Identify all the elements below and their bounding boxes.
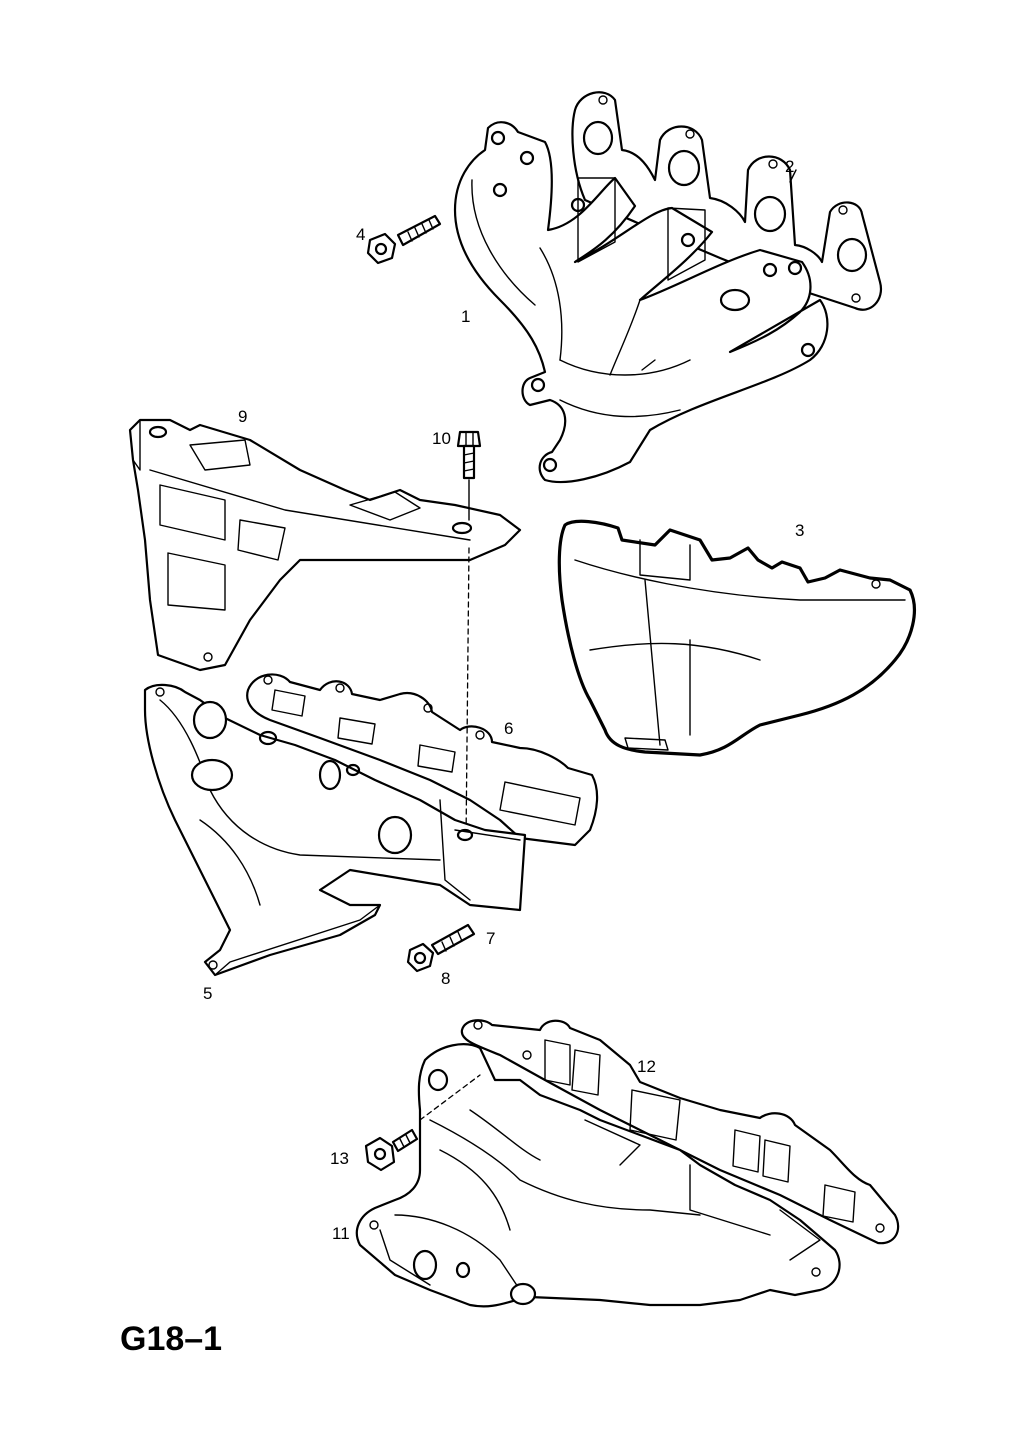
callout-10: 10	[432, 429, 451, 448]
callout-5: 5	[203, 984, 213, 1003]
upper-manifold-gasket	[571, 91, 883, 311]
lower-stud-and-nut	[406, 923, 476, 973]
lower-heat-shield	[128, 418, 522, 672]
callout-12: 12	[637, 1057, 656, 1076]
callout-1: 1	[461, 307, 471, 326]
callout-9: 9	[238, 407, 248, 426]
lower-manifold-gasket	[246, 673, 599, 847]
callout-11: 11	[332, 1224, 350, 1243]
figure-code: G18–1	[120, 1320, 223, 1358]
heat-shield-bolt	[456, 430, 482, 841]
callout-3: 3	[795, 521, 805, 540]
callout-13: 13	[330, 1149, 349, 1168]
callout-7: 7	[486, 929, 496, 948]
callout-2: 2	[785, 157, 795, 176]
upper-exhaust-manifold	[453, 121, 829, 484]
upper-heat-shield	[557, 519, 916, 757]
callout-8: 8	[441, 969, 451, 988]
callout-6: 6	[504, 719, 514, 738]
intake-manifold-gasket	[460, 1019, 900, 1245]
lower-exhaust-manifold	[143, 683, 527, 977]
callout-leaders	[641, 169, 797, 371]
upper-stud-and-nut	[366, 214, 442, 265]
intake-bolt	[364, 1128, 419, 1172]
callout-4: 4	[356, 225, 366, 244]
intake-manifold	[355, 1043, 841, 1308]
